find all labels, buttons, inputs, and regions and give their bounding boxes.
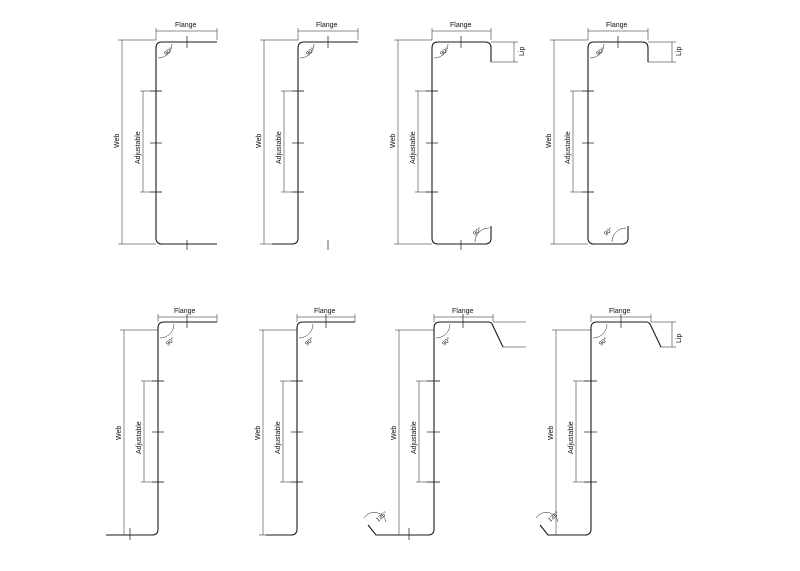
bend-angle-arc: [157, 43, 173, 59]
adjustable-label: Adjustable: [411, 421, 418, 454]
bottom-bend-angle-arc: [474, 227, 490, 243]
flange-label: Flange: [174, 308, 196, 315]
bend-angle-arc: [159, 323, 175, 339]
bend-angle-arc: [433, 43, 449, 59]
profile-z-plain: Flange Web Adjustable 90°: [256, 22, 359, 250]
adjustable-label: Adjustable: [135, 131, 142, 164]
flange-label: Flange: [606, 22, 628, 29]
lip-angle-arc: [535, 512, 559, 523]
adjustable-label: Adjustable: [276, 131, 283, 164]
bend-angle-label: 90°: [441, 337, 452, 348]
profile-c-angled-lip: Flange Web Adjustable 90° 135°: [363, 308, 526, 540]
flange-label: Flange: [452, 308, 474, 315]
adjustable-label: Adjustable: [275, 421, 282, 454]
adjustable-label: Adjustable: [568, 421, 575, 454]
bottom-bend-angle-arc: [611, 227, 627, 243]
flange-label: Flange: [450, 22, 472, 29]
bend-angle-arc: [298, 323, 314, 339]
bend-angle-label: 90°: [304, 337, 315, 348]
flange-label: Flange: [314, 308, 336, 315]
web-label: Web: [390, 134, 397, 148]
adjustable-label: Adjustable: [410, 131, 417, 164]
profile-c-lipped: Flange Lip Web Adjustable 90° 90°: [390, 22, 526, 250]
profile-outline: [367, 321, 504, 536]
flange-label: Flange: [316, 22, 338, 29]
adjustable-label: Adjustable: [136, 421, 143, 454]
bend-angle-label: 90°: [439, 47, 450, 58]
web-label: Web: [548, 426, 555, 440]
profile-z-lipped: Flange Lip Web Adjustable 90° 90°: [546, 22, 683, 245]
bottom-bend-angle-label: 90°: [603, 227, 614, 238]
lip-angle-arc: [363, 512, 387, 523]
bend-angle-label: 90°: [595, 47, 606, 58]
profile-z-plain-3: Flange Web Adjustable 90°: [255, 308, 356, 536]
lip-label: Lip: [519, 47, 526, 56]
profile-outline: [587, 41, 649, 245]
lip-label: Lip: [676, 47, 683, 56]
web-label: Web: [116, 426, 123, 440]
profile-c-plain: Flange Web Adjustable 90°: [114, 22, 218, 250]
lip-label: Lip: [676, 334, 683, 343]
bend-angle-label: 90°: [163, 47, 174, 58]
profile-z-angled-lip: Flange Lip Web Adjustable 90° 135°: [535, 308, 683, 536]
profile-outline: [431, 41, 492, 245]
web-label: Web: [255, 426, 262, 440]
flange-label: Flange: [175, 22, 197, 29]
web-label: Web: [256, 134, 263, 148]
profile-outline: [155, 41, 217, 245]
bottom-bend-angle-label: 90°: [472, 227, 483, 238]
web-label: Web: [546, 134, 553, 148]
flange-label: Flange: [609, 308, 631, 315]
profile-z-plain-2: Flange Web Adjustable 90°: [106, 308, 218, 540]
profile-outline: [106, 321, 217, 536]
profile-outline: [272, 41, 358, 245]
profile-outline: [539, 321, 662, 536]
bend-angle-arc: [589, 43, 605, 59]
bend-angle-arc: [299, 43, 315, 59]
adjustable-label: Adjustable: [565, 131, 572, 164]
bend-angle-label: 90°: [165, 337, 176, 348]
profile-outline: [266, 321, 355, 536]
bend-angle-arc: [435, 323, 451, 339]
web-label: Web: [114, 134, 121, 148]
bend-angle-label: 90°: [598, 337, 609, 348]
bend-angle-label: 90°: [305, 47, 316, 58]
web-label: Web: [391, 426, 398, 440]
bend-angle-arc: [592, 323, 608, 339]
